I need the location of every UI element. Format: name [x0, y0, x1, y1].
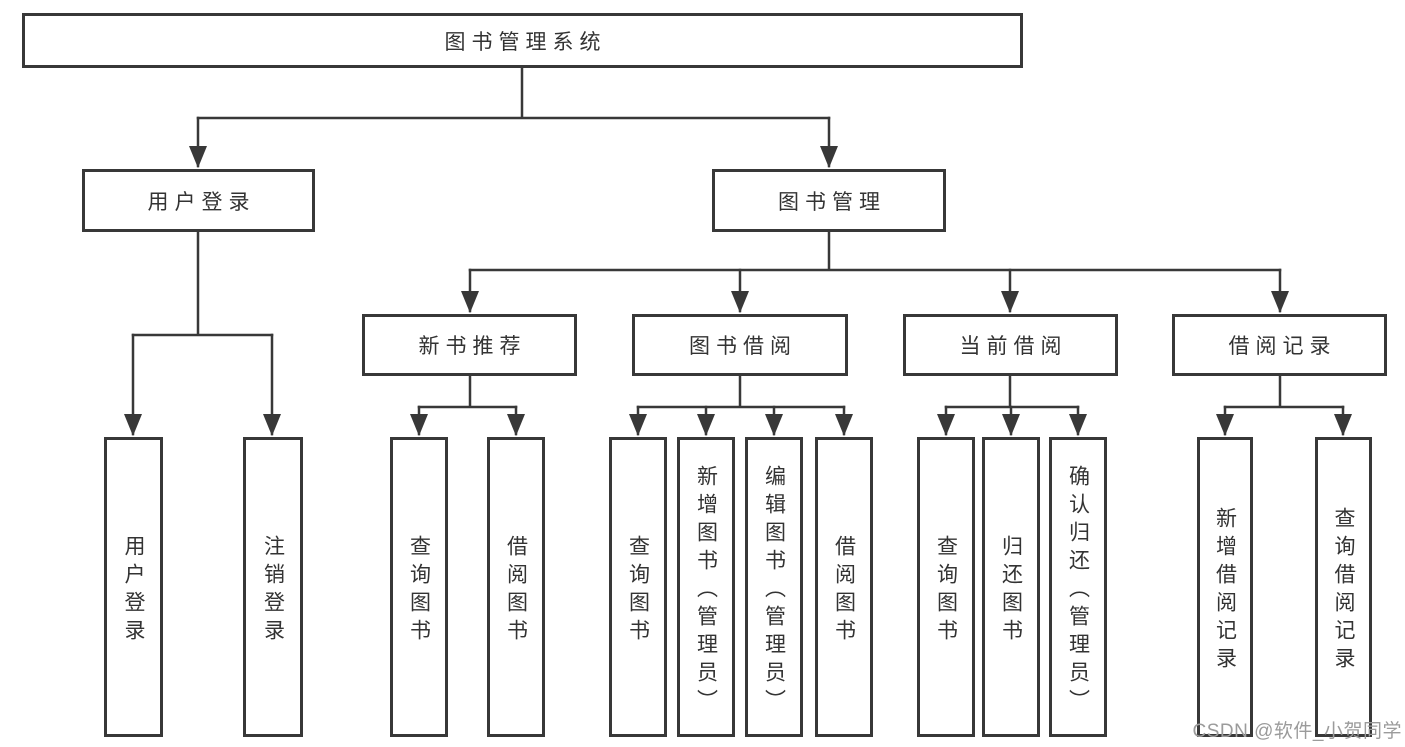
node-leaf-bb-query-book: 查询图书: [609, 437, 667, 737]
node-leaf-cb-query-book: 查询图书: [917, 437, 975, 737]
node-root: 图书管理系统: [22, 13, 1023, 68]
watermark: CSDN @软件_小贺同学: [1192, 721, 1402, 742]
node-new-book-recommend: 新书推荐: [362, 314, 577, 376]
node-leaf-nb-query-book: 查询图书: [390, 437, 448, 737]
node-leaf-logout: 注销登录: [243, 437, 303, 737]
node-leaf-user-login: 用户登录: [104, 437, 163, 737]
node-leaf-cb-return-book: 归还图书: [982, 437, 1040, 737]
node-leaf-br-query-record: 查询借阅记录: [1315, 437, 1372, 737]
node-book-management: 图书管理: [712, 169, 946, 232]
node-leaf-br-add-record: 新增借阅记录: [1197, 437, 1253, 737]
node-user-login: 用户登录: [82, 169, 315, 232]
node-current-borrow: 当前借阅: [903, 314, 1118, 376]
node-leaf-bb-add-book-admin: 新增图书（管理员）: [677, 437, 735, 737]
node-leaf-cb-confirm-return-admin: 确认归还（管理员）: [1049, 437, 1107, 737]
node-leaf-bb-edit-book-admin: 编辑图书（管理员）: [745, 437, 803, 737]
node-book-borrow: 图书借阅: [632, 314, 848, 376]
node-leaf-bb-borrow-book: 借阅图书: [815, 437, 873, 737]
node-leaf-nb-borrow-book: 借阅图书: [487, 437, 545, 737]
node-borrow-record: 借阅记录: [1172, 314, 1387, 376]
